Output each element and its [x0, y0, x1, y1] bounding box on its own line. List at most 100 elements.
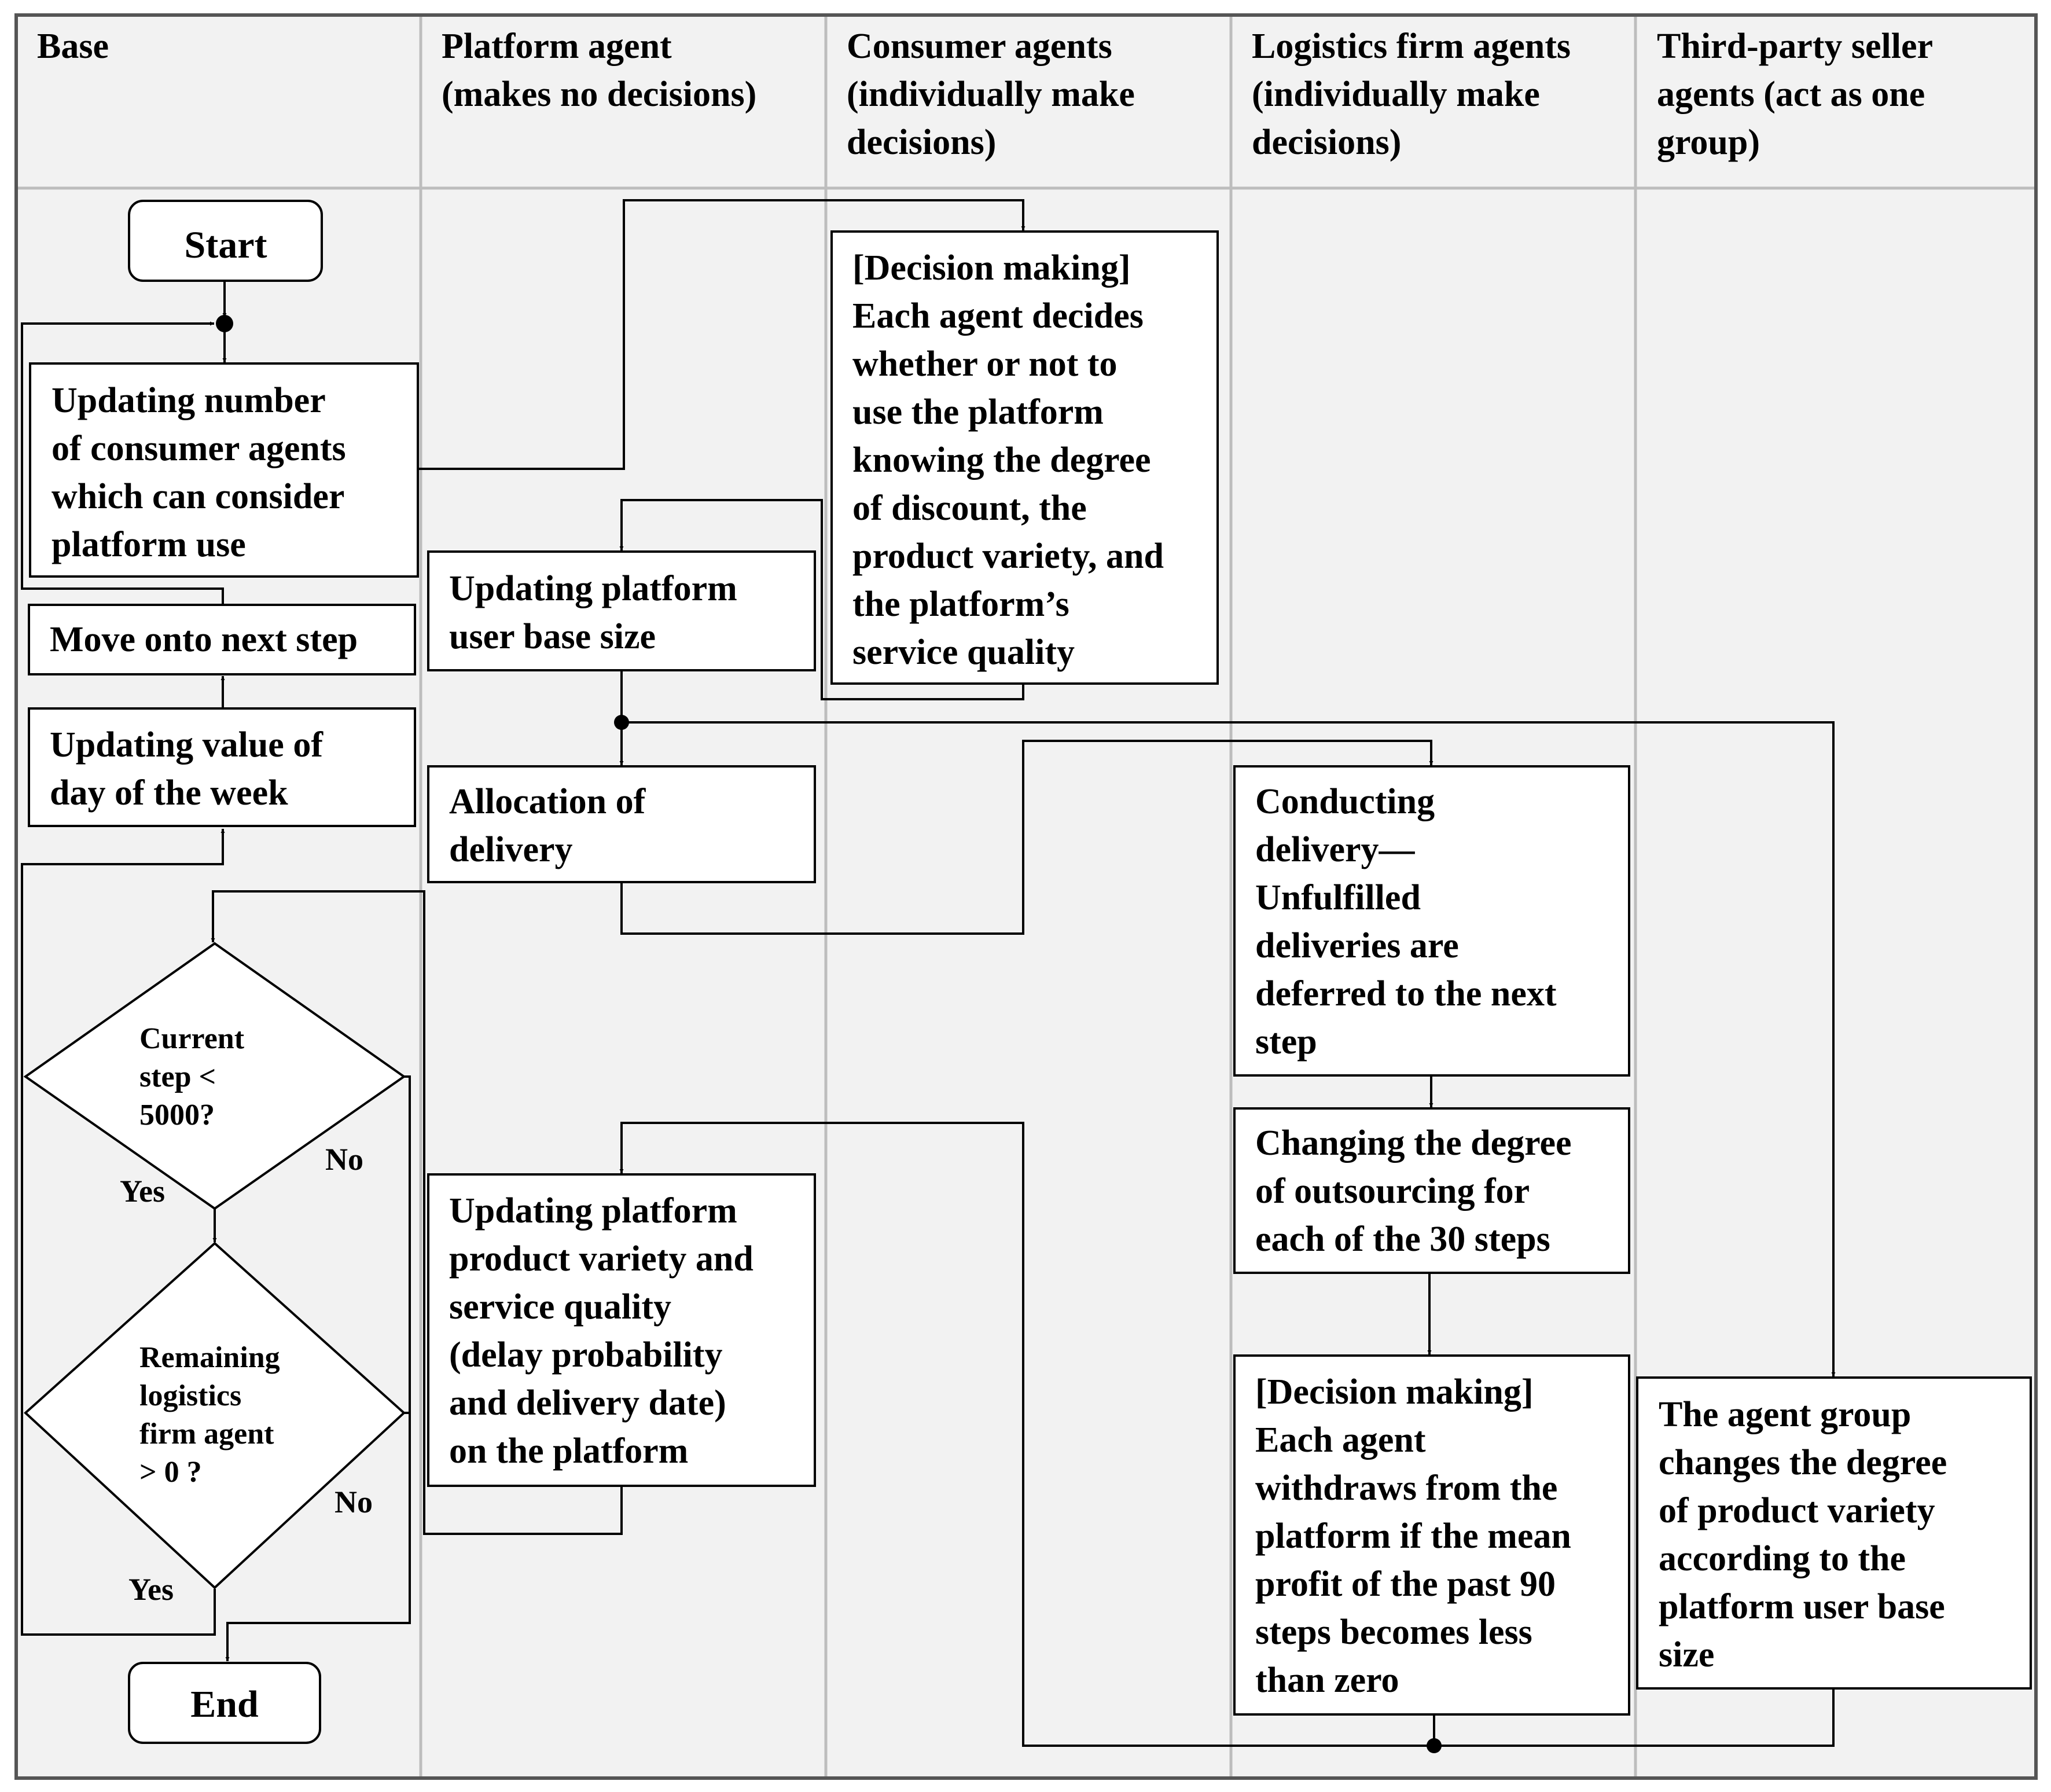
label-line: delivery—: [1255, 830, 1415, 869]
label-line: step: [1255, 1022, 1317, 1062]
lane-header-seller: Third-party seller agents (act as one grou…: [1657, 27, 1933, 162]
label-line: Allocation of: [449, 782, 646, 821]
label-line: changes the degree: [1659, 1443, 1947, 1482]
label-line: group): [1657, 123, 1760, 162]
logistics-decision-node: [Decision making] Each agent withdraws fro…: [1233, 1354, 1630, 1716]
label-line: service quality: [852, 633, 1075, 672]
label-line: Each agent: [1255, 1420, 1426, 1460]
allocation-box: [427, 765, 816, 883]
label-line: [Decision making]: [1255, 1372, 1534, 1412]
update-variety-node: Updating platform product variety and serv…: [427, 1173, 816, 1487]
start-node: Start: [128, 200, 323, 282]
update-day-label: Updating value of day of the week: [50, 725, 324, 813]
label-line: Each agent decides: [852, 296, 1144, 336]
label-line: platform user base: [1659, 1587, 1945, 1626]
label-line: Platform agent: [442, 27, 672, 66]
edge-next-step-loop: [21, 321, 224, 604]
merge-dot: [216, 315, 233, 332]
connectors: [21, 199, 1836, 1753]
end-node: End: [128, 1662, 321, 1744]
label-line: delivery: [449, 830, 573, 869]
label-line: Updating value of: [50, 725, 324, 765]
diagram-frame: [14, 13, 2038, 1780]
consumer-decision-box: [830, 230, 1219, 685]
edge-step-check-no-to-end: [225, 1075, 411, 1661]
label-line: withdraws from the: [1255, 1468, 1557, 1508]
label-line: Remaining: [139, 1341, 280, 1374]
edge-update-variety-to-step-check: [211, 890, 623, 1535]
label-line: deliveries are: [1255, 926, 1459, 965]
end-terminator: [128, 1662, 321, 1744]
label-line: use the platform: [852, 392, 1104, 432]
label-line: agents (act as one: [1657, 75, 1925, 114]
label-line: of discount, the: [852, 489, 1087, 528]
label-line: Consumer agents: [847, 27, 1112, 66]
label-line: Third-party seller: [1657, 27, 1933, 66]
seller-change-box: [1636, 1376, 2032, 1690]
next-step-label: Move onto next step: [50, 620, 358, 659]
label-line: Start: [185, 224, 267, 266]
label-line: service quality: [449, 1287, 671, 1327]
branch-dot: [614, 715, 629, 730]
label-line: the platform’s: [852, 585, 1069, 624]
label-line: profit of the past 90: [1255, 1565, 1556, 1604]
label-line: whether or not to: [852, 344, 1118, 384]
label-line: platform use: [52, 525, 246, 564]
label-line: logistics: [139, 1379, 241, 1412]
branch-label-no-1: No: [325, 1142, 363, 1177]
label-line: Updating number: [52, 381, 326, 420]
label-line: decisions): [1252, 123, 1401, 162]
update-day-box: [28, 707, 416, 827]
label-line: size: [1659, 1635, 1714, 1675]
label-line: platform if the mean: [1255, 1516, 1571, 1556]
label-line: of outsourcing for: [1255, 1172, 1530, 1211]
update-day-node: Updating value of day of the week: [28, 707, 416, 827]
remaining-check-diamond: [24, 1242, 406, 1589]
update-userbase-box: [427, 550, 816, 671]
label-line: Base: [37, 27, 109, 66]
edge-seller-to-join: [1434, 1688, 1835, 1747]
conduct-delivery-box: [1233, 765, 1630, 1077]
label-line: Unfulfilled: [1255, 878, 1421, 917]
label-line: on the platform: [449, 1431, 688, 1471]
label-line: and delivery date): [449, 1383, 726, 1423]
label-line: End: [190, 1683, 258, 1725]
label-line: according to the: [1659, 1539, 1906, 1578]
branch-label-no-2: No: [335, 1485, 373, 1519]
label-line: 5000?: [139, 1099, 215, 1132]
logistics-decision-label: [Decision making] Each agent withdraws fro…: [1255, 1372, 1571, 1700]
label-line: product variety and: [449, 1239, 753, 1279]
label-line: firm agent: [139, 1418, 274, 1451]
label-line: Conducting: [1255, 782, 1435, 821]
next-step-box: [28, 604, 416, 675]
label-line: product variety, and: [852, 537, 1164, 576]
label-line: Updating platform: [449, 1191, 737, 1231]
change-outsourcing-box: [1233, 1107, 1630, 1274]
branch-label-yes-2: Yes: [128, 1572, 174, 1607]
update-variety-label: Updating platform product variety and serv…: [449, 1191, 753, 1471]
logistics-decision-box: [1233, 1354, 1630, 1716]
edge-update-consumers-to-consumer-decision: [418, 199, 1026, 470]
edge-remaining-yes-to-update-day: [21, 829, 225, 1636]
allocation-label: Allocation of delivery: [449, 782, 646, 869]
conduct-delivery-node: Conducting delivery— Unfulfilled deliveries…: [1233, 765, 1630, 1077]
lane-header-platform: Platform agent(makes no decisions): [442, 27, 756, 114]
label-line: steps becomes less: [1255, 1613, 1532, 1652]
label-line: than zero: [1255, 1661, 1399, 1700]
label-line: day of the week: [50, 773, 288, 813]
label-line: (delay probability: [449, 1335, 723, 1375]
